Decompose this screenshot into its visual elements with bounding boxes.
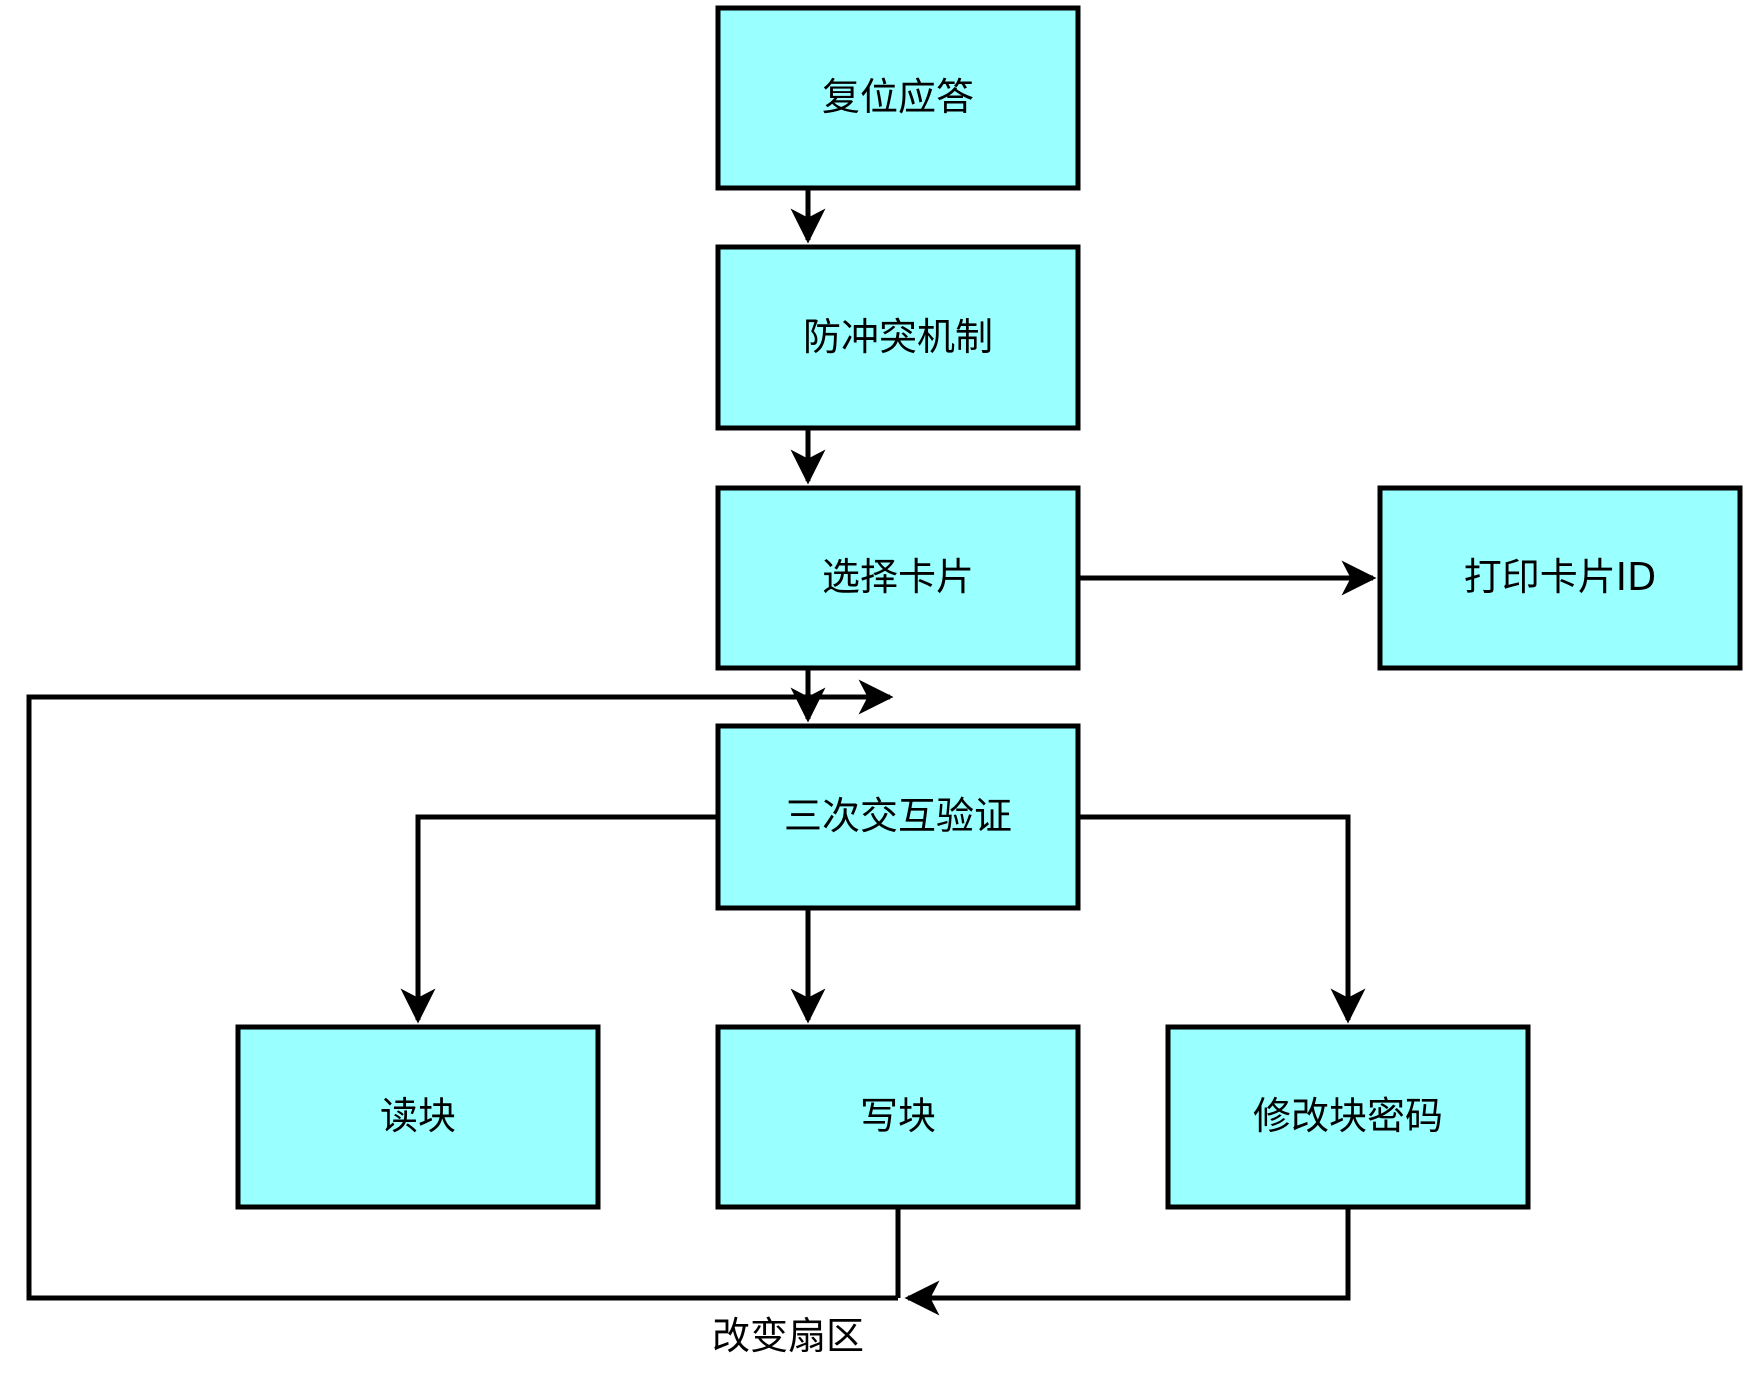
node-atr-box[interactable] bbox=[715, 5, 1081, 191]
node-select-box[interactable] bbox=[715, 485, 1081, 671]
node-writeblk-box[interactable] bbox=[715, 1024, 1081, 1210]
edge-auth-to-chgkey bbox=[1078, 814, 1366, 1024]
edge-chgkey-to-bottom-bus bbox=[904, 1207, 1351, 1316]
node-printid-box[interactable] bbox=[1377, 485, 1743, 671]
node-readblk-box[interactable] bbox=[235, 1024, 601, 1210]
edge-label-change-sector: 改变扇区 bbox=[712, 1314, 865, 1358]
node-anticoll-box[interactable] bbox=[715, 244, 1081, 431]
node-chgkey-box[interactable] bbox=[1165, 1024, 1531, 1210]
edge-auth-to-readblk bbox=[400, 814, 718, 1024]
edge-loopback-rail bbox=[26, 679, 898, 1301]
node-auth-box[interactable] bbox=[715, 723, 1081, 911]
